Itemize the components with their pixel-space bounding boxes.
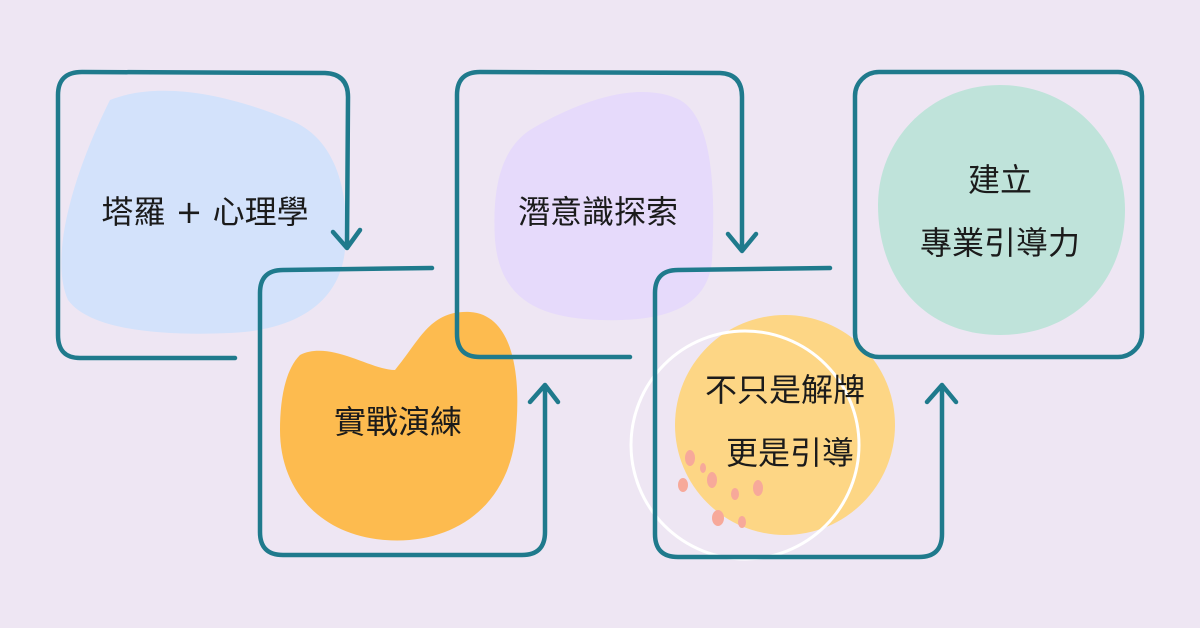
- blob-mint: [878, 85, 1125, 335]
- blob-orange: [280, 311, 518, 541]
- flow-segment-4: [652, 265, 959, 560]
- step-3-label: 潛意識探索: [518, 193, 678, 231]
- step-1-label: 塔羅 + 心理學: [101, 193, 308, 231]
- blob-purple: [494, 91, 714, 321]
- final-box: [852, 69, 1145, 360]
- flow-segment-1: [55, 69, 363, 361]
- step-4-label-line-2: 更是引導: [726, 434, 854, 472]
- step-5-label-line-2: 專業引導力: [920, 224, 1080, 262]
- blob-yellow: [675, 315, 895, 535]
- step-4-label-line-1: 不只是解牌: [705, 371, 865, 409]
- flow-segment-3: [454, 69, 759, 360]
- petal-decoration: [678, 450, 763, 528]
- step-5-label-line-1: 建立: [968, 161, 1032, 199]
- step-2-label: 實戰演練: [334, 403, 462, 441]
- flow-segment-2: [257, 265, 561, 558]
